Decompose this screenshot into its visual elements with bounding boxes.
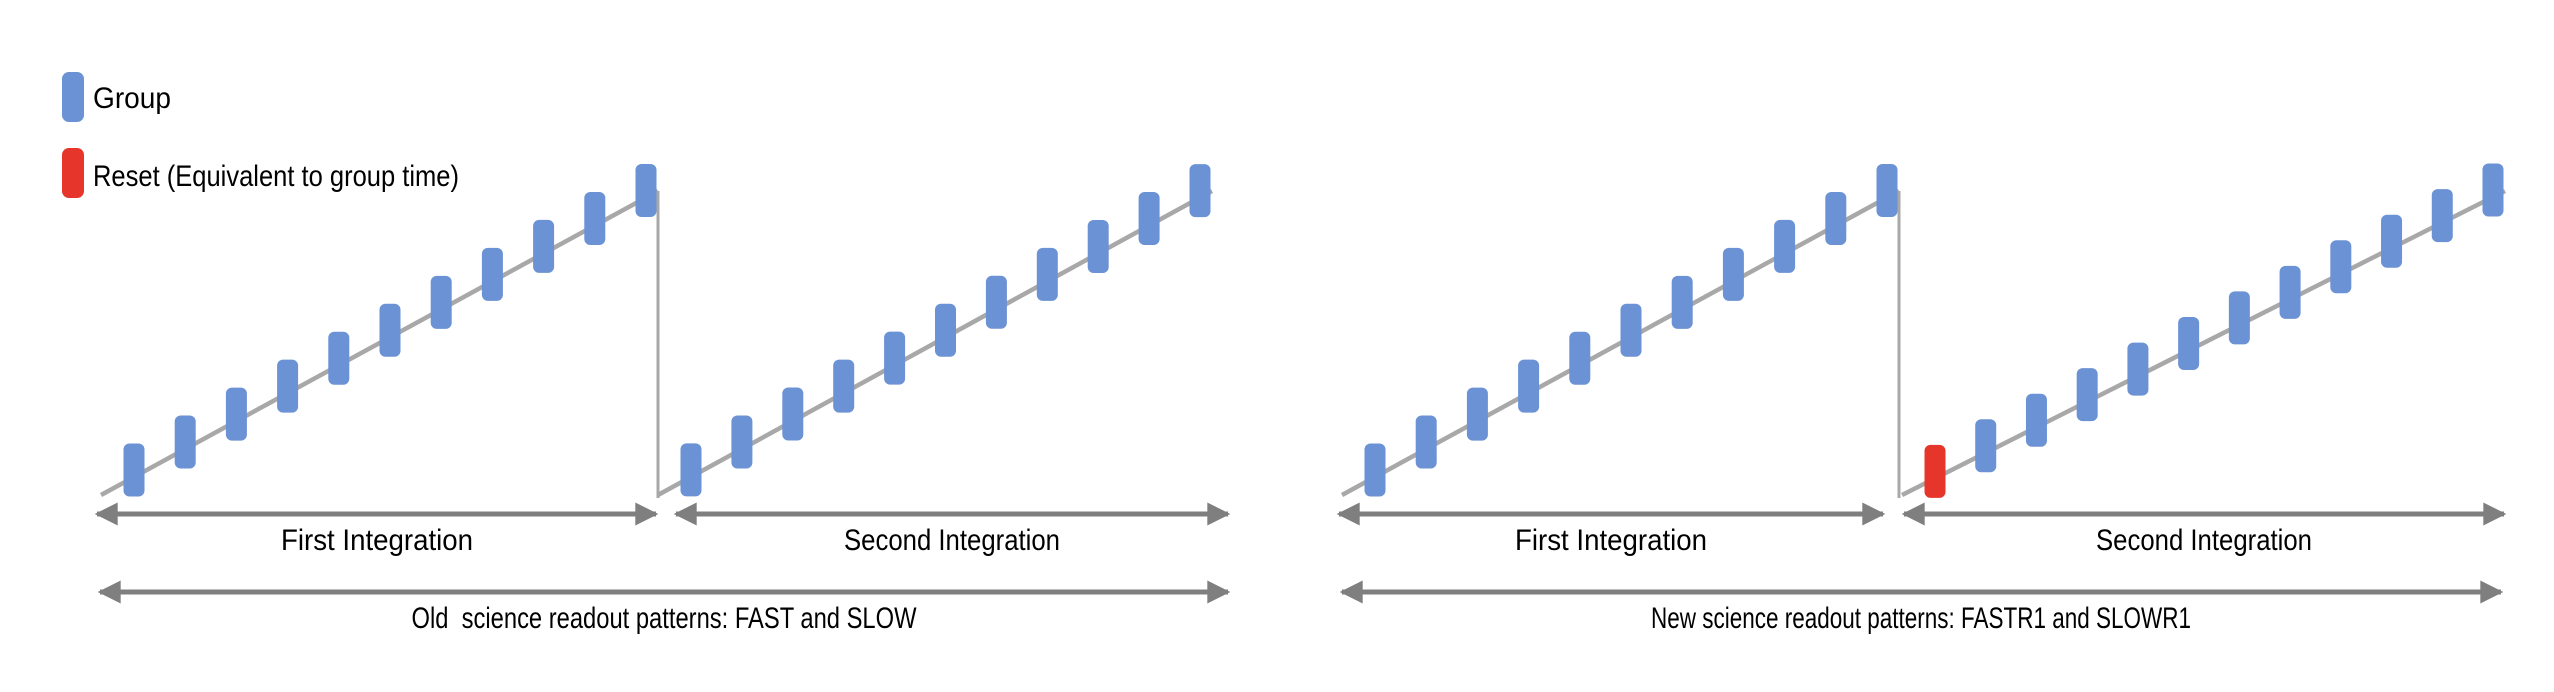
group-marker [1774, 219, 1796, 273]
group-marker [277, 359, 299, 413]
legend: Group Reset (Equivalent to group time) [62, 72, 459, 198]
group-marker [2381, 214, 2403, 268]
group-marker [1975, 419, 1997, 473]
integration-ramp-line [1900, 188, 2507, 498]
group-marker [2025, 393, 2047, 447]
new-first-integration-label: First Integration [1515, 524, 1707, 557]
group-marker [782, 387, 804, 441]
group-marker [884, 331, 906, 385]
group-marker [2431, 189, 2453, 243]
new-second-integration-label: Second Integration [2096, 524, 2312, 557]
group-marker [123, 443, 145, 497]
group-marker [584, 191, 606, 245]
diagram-old-patterns: First Integration Second Integration Old… [94, 164, 1231, 635]
group-marker [2127, 342, 2149, 396]
group-marker [481, 247, 503, 301]
group-marker [2076, 368, 2098, 422]
group-marker [731, 415, 753, 469]
group-marker [985, 275, 1007, 329]
group-marker [533, 219, 555, 273]
new-patterns-caption: New science readout patterns: FASTR1 and… [1651, 602, 2191, 635]
group-marker [1087, 219, 1109, 273]
group-marker [1466, 387, 1488, 441]
new-patterns-ramps [1340, 163, 2507, 498]
group-marker [1518, 359, 1540, 413]
group-marker [1722, 247, 1744, 301]
group-marker [1620, 303, 1642, 357]
legend-group-label: Group [93, 82, 171, 115]
group-marker [1189, 164, 1211, 218]
legend-group-swatch [62, 72, 84, 122]
group-marker [328, 331, 350, 385]
group-marker [833, 359, 855, 413]
old-patterns-caption: Old science readout patterns: FAST and S… [412, 602, 918, 635]
legend-reset-label: Reset (Equivalent to group time) [93, 160, 459, 193]
group-marker [1138, 192, 1160, 246]
group-marker [225, 387, 247, 441]
group-marker [635, 164, 657, 218]
group-marker [1876, 164, 1898, 218]
group-marker [2279, 265, 2301, 319]
old-second-integration-label: Second Integration [844, 524, 1060, 557]
group-marker [680, 443, 702, 497]
group-marker [935, 303, 956, 357]
group-marker [1036, 247, 1058, 301]
group-marker [2330, 240, 2352, 294]
group-marker [1569, 331, 1591, 385]
legend-reset-swatch [62, 148, 84, 198]
old-patterns-ramps [99, 164, 1214, 498]
group-marker [379, 303, 401, 357]
group-marker [2482, 163, 2504, 217]
group-marker [2228, 291, 2250, 345]
group-marker [2178, 316, 2200, 370]
group-marker [1415, 415, 1437, 469]
group-marker [1671, 275, 1693, 329]
diagram-new-patterns: First Integration Second Integration New… [1336, 163, 2507, 635]
old-first-integration-label: First Integration [281, 524, 473, 557]
reset-marker [1924, 444, 1946, 498]
group-marker [430, 275, 452, 329]
group-marker [174, 415, 196, 469]
group-marker [1364, 443, 1386, 497]
group-marker [1825, 191, 1847, 245]
